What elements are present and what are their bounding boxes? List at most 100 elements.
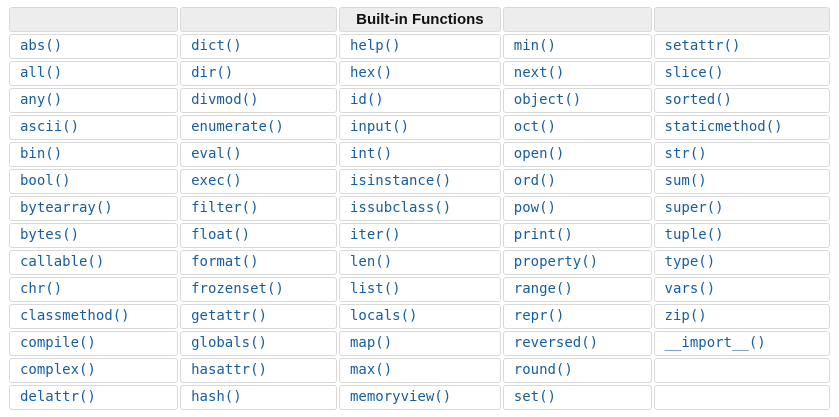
function-link[interactable]: locals() xyxy=(350,308,418,324)
table-cell: divmod() xyxy=(180,88,337,113)
function-link[interactable]: help() xyxy=(350,38,401,54)
table-cell: pow() xyxy=(502,196,652,221)
table-cell: abs() xyxy=(9,34,179,59)
function-link[interactable]: input() xyxy=(350,119,410,135)
function-link[interactable]: next() xyxy=(513,65,565,81)
function-link[interactable]: float() xyxy=(191,227,251,243)
function-link[interactable]: vars() xyxy=(664,281,716,297)
function-link[interactable]: issubclass() xyxy=(350,200,452,216)
function-link[interactable]: print() xyxy=(513,227,573,243)
function-link[interactable]: tuple() xyxy=(664,227,724,243)
table-cell: id() xyxy=(339,88,501,113)
function-link[interactable]: type() xyxy=(664,254,716,270)
function-link[interactable]: super() xyxy=(664,200,724,216)
function-link[interactable]: callable() xyxy=(20,254,105,270)
table-cell: input() xyxy=(339,115,501,140)
function-link[interactable]: staticmethod() xyxy=(664,119,783,135)
function-link[interactable]: globals() xyxy=(191,335,267,351)
table-row: ascii() enumerate() input() oct() staticmeth… xyxy=(9,115,830,140)
function-link[interactable]: enumerate() xyxy=(191,119,284,135)
function-link[interactable]: ascii() xyxy=(20,119,80,135)
table-cell: float() xyxy=(180,223,337,248)
function-link[interactable]: hash() xyxy=(191,389,242,405)
function-link[interactable]: isinstance() xyxy=(350,173,452,189)
function-link[interactable]: getattr() xyxy=(191,308,267,324)
function-link[interactable]: all() xyxy=(20,65,63,81)
function-link[interactable]: compile() xyxy=(20,335,96,351)
table-cell: callable() xyxy=(9,250,179,275)
table-cell: staticmethod() xyxy=(653,115,830,140)
table-cell: enumerate() xyxy=(180,115,337,140)
table-cell: range() xyxy=(502,277,652,302)
table-cell: locals() xyxy=(339,304,501,329)
function-link[interactable]: bool() xyxy=(20,173,71,189)
function-link[interactable]: min() xyxy=(513,38,556,54)
function-link[interactable]: iter() xyxy=(350,227,401,243)
function-link[interactable]: str() xyxy=(664,146,707,162)
function-link[interactable]: max() xyxy=(350,362,393,378)
function-link[interactable]: pow() xyxy=(513,200,556,216)
table-row: compile() globals() map() reversed() __impor… xyxy=(9,331,830,356)
table-row: chr() frozenset() list() range() vars() xyxy=(9,277,830,302)
table-header-cell xyxy=(9,7,179,32)
table-cell: bytearray() xyxy=(9,196,179,221)
table-cell: memoryview() xyxy=(339,385,501,410)
table-cell: complex() xyxy=(9,358,179,383)
function-link[interactable]: memoryview() xyxy=(350,389,452,405)
table-cell: isinstance() xyxy=(339,169,501,194)
function-link[interactable]: int() xyxy=(350,146,393,162)
table-cell: globals() xyxy=(180,331,337,356)
function-link[interactable]: any() xyxy=(20,92,63,108)
table-cell: vars() xyxy=(653,277,830,302)
function-link[interactable]: object() xyxy=(513,92,582,108)
table-cell: ord() xyxy=(502,169,652,194)
function-link[interactable]: ord() xyxy=(513,173,556,189)
function-link[interactable]: format() xyxy=(191,254,259,270)
function-link[interactable]: zip() xyxy=(664,308,707,324)
function-link[interactable]: range() xyxy=(513,281,573,297)
function-link[interactable]: abs() xyxy=(20,38,63,54)
table-cell: min() xyxy=(502,34,652,59)
table-cell-empty xyxy=(653,385,830,410)
function-link[interactable]: slice() xyxy=(664,65,724,81)
table-cell: all() xyxy=(9,61,179,86)
function-link[interactable]: reversed() xyxy=(513,335,599,351)
function-link[interactable]: __import__() xyxy=(664,335,766,351)
function-link[interactable]: map() xyxy=(350,335,393,351)
function-link[interactable]: divmod() xyxy=(191,92,259,108)
function-link[interactable]: sum() xyxy=(664,173,707,189)
function-link[interactable]: sorted() xyxy=(664,92,732,108)
function-link[interactable]: complex() xyxy=(20,362,96,378)
function-link[interactable]: chr() xyxy=(20,281,63,297)
function-link[interactable]: hasattr() xyxy=(191,362,267,378)
table-body: abs() dict() help() min() setattr() all() dir(… xyxy=(9,34,830,410)
table-cell: chr() xyxy=(9,277,179,302)
function-link[interactable]: id() xyxy=(350,92,384,108)
function-link[interactable]: filter() xyxy=(191,200,259,216)
function-link[interactable]: eval() xyxy=(191,146,242,162)
function-link[interactable]: setattr() xyxy=(664,38,741,54)
function-link[interactable]: bytearray() xyxy=(20,200,113,216)
table-cell: max() xyxy=(339,358,501,383)
function-link[interactable]: open() xyxy=(513,146,565,162)
function-link[interactable]: oct() xyxy=(513,119,556,135)
function-link[interactable]: delattr() xyxy=(20,389,96,405)
table-header-cell xyxy=(180,7,337,32)
function-link[interactable]: dir() xyxy=(191,65,234,81)
function-link[interactable]: round() xyxy=(513,362,573,378)
function-link[interactable]: bin() xyxy=(20,146,63,162)
function-link[interactable]: bytes() xyxy=(20,227,80,243)
table-cell: list() xyxy=(339,277,501,302)
function-link[interactable]: hex() xyxy=(350,65,393,81)
function-link[interactable]: property() xyxy=(513,254,599,270)
function-link[interactable]: frozenset() xyxy=(191,281,284,297)
function-link[interactable]: classmethod() xyxy=(20,308,130,324)
function-link[interactable]: exec() xyxy=(191,173,242,189)
table-cell: tuple() xyxy=(653,223,830,248)
function-link[interactable]: list() xyxy=(350,281,401,297)
function-link[interactable]: set() xyxy=(513,389,556,405)
table-cell: bool() xyxy=(9,169,179,194)
function-link[interactable]: repr() xyxy=(513,308,565,324)
function-link[interactable]: dict() xyxy=(191,38,242,54)
function-link[interactable]: len() xyxy=(350,254,393,270)
